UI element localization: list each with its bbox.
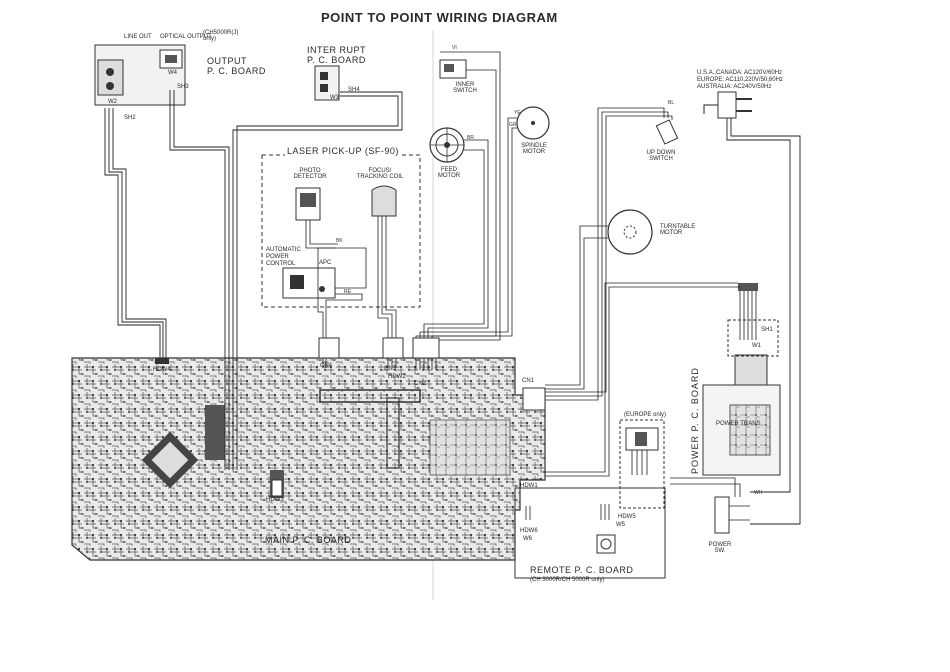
ac-spec-europe: EUROPE: AC110,220V/50,60Hz — [697, 77, 783, 83]
optical-note: (CH5000R(J) only) — [203, 30, 239, 42]
photo-detector — [295, 187, 321, 221]
remote-pcb — [514, 487, 666, 579]
spindle-motor-label: SPINDLE MOTOR — [521, 143, 547, 155]
feed-motor — [429, 127, 465, 163]
ac-wires — [726, 118, 801, 525]
europe-only-note: (EUROPE only) — [624, 412, 667, 418]
apc-label-2: POWER — [266, 254, 289, 260]
main-connectors — [155, 337, 546, 497]
remote-board-label: REMOTE P. C. BOARD — [530, 565, 634, 575]
interrupt-board-name-1: INTER RUPT — [307, 45, 366, 55]
interrupt-wire — [232, 91, 403, 470]
inner-switch-label: INNER SWITCH — [453, 82, 477, 94]
power-sw-label: POWER SW. — [708, 542, 732, 554]
up-down-wires — [545, 107, 673, 401]
connector-sh2: SH2 — [124, 115, 136, 121]
ac-plug — [703, 91, 752, 119]
power-trans-label: POWER TRANS — [716, 421, 761, 427]
connector-w4: W4 — [168, 70, 177, 76]
spindle-motor — [516, 106, 550, 140]
wire-tag-vi: VI — [452, 45, 457, 51]
connector-cn4: CN4 — [320, 363, 333, 369]
wire-tag-re: RE — [344, 289, 351, 295]
apc-block — [282, 267, 336, 299]
inner-switch-wires — [431, 51, 501, 370]
connector-hdw6: HDW6 — [520, 528, 538, 534]
line-out-label: LINE OUT — [124, 34, 152, 40]
laser-pickup-title: LASER PICK-UP (SF-90) — [285, 146, 401, 156]
apc-label-3: CONTROL — [266, 261, 296, 267]
power-board-label: POWER P. C. BOARD — [690, 367, 700, 474]
turntable-wires — [545, 225, 608, 390]
wire-tag-bl: BL — [668, 100, 675, 106]
spindle-wires — [415, 117, 517, 370]
sh1-connector — [727, 283, 779, 357]
wire-tag-ye: YE — [514, 110, 521, 116]
connector-w6: W6 — [523, 536, 532, 542]
turntable-motor — [607, 209, 653, 255]
connector-w3: W3 — [330, 95, 339, 101]
power-to-main — [545, 282, 740, 477]
connector-w5: W5 — [616, 522, 625, 528]
connector-hdw4: HDW4 — [153, 367, 171, 373]
connector-w1: W1 — [752, 343, 761, 349]
connector-hdw2: HDW2 — [388, 374, 406, 380]
connector-hdw3: HDW3 — [266, 497, 284, 503]
connector-cn2: CN2 — [414, 381, 427, 387]
main-board-label: MAIN P. C. BOARD — [265, 535, 352, 545]
diagram-title: POINT TO POINT WIRING DIAGRAM — [321, 10, 558, 25]
wire-tag-br: BR — [467, 135, 474, 141]
remote-board-note: (CH 3000R/CH 5000R only) — [530, 577, 605, 583]
photo-detector-label: PHOTO DETECTOR — [293, 168, 327, 180]
interrupt-pcb — [314, 65, 340, 101]
connector-sh4: SH4 — [348, 87, 360, 93]
main-pcb — [71, 357, 546, 561]
connector-hdw5: HDW5 — [618, 514, 636, 520]
apc-short-label: APC — [319, 260, 332, 266]
feed-motor-label: FEED MOTOR — [437, 167, 461, 179]
power-switch — [670, 477, 750, 534]
connector-w2: W2 — [108, 99, 117, 105]
optical-output-label: OPTICAL OUTPUT — [160, 34, 212, 40]
output-pcb — [94, 44, 186, 106]
europe-selector — [619, 419, 665, 509]
inner-switch — [439, 59, 467, 79]
apc-label-1: AUTOMATIC — [266, 247, 301, 253]
connector-cn1: CN1 — [522, 378, 535, 384]
focus-coil-label: FOCUS/ TRACKING COIL — [356, 168, 404, 180]
interrupt-board-name-2: P. C. BOARD — [307, 55, 366, 65]
wire-tag-wh: WH — [754, 490, 763, 496]
turntable-motor-label: TURNTABLE MOTOR — [660, 224, 696, 236]
connector-cn3: CN3 — [384, 366, 397, 372]
focus-coil — [371, 185, 397, 217]
power-pcb — [702, 354, 781, 476]
wire-tag-gr: GR — [509, 122, 517, 128]
ac-spec-usa: U.S.A.,CANADA: AC120V/60Hz — [697, 70, 783, 76]
connector-hdw1: HDW1 — [520, 483, 538, 489]
output-board-name-2: P. C. BOARD — [207, 66, 266, 76]
ac-spec-australia: AUSTRALIA: AC240V/50Hz — [697, 84, 772, 90]
up-down-switch-label: UP DOWN SWITCH — [646, 150, 676, 162]
connector-sh1: SH1 — [761, 327, 773, 333]
output-wires — [104, 90, 230, 470]
connector-sh3: SH3 — [177, 84, 189, 90]
output-board-name-1: OUTPUT — [207, 56, 247, 66]
up-down-switch — [655, 119, 679, 145]
wire-tag-bk: BK — [336, 238, 343, 244]
